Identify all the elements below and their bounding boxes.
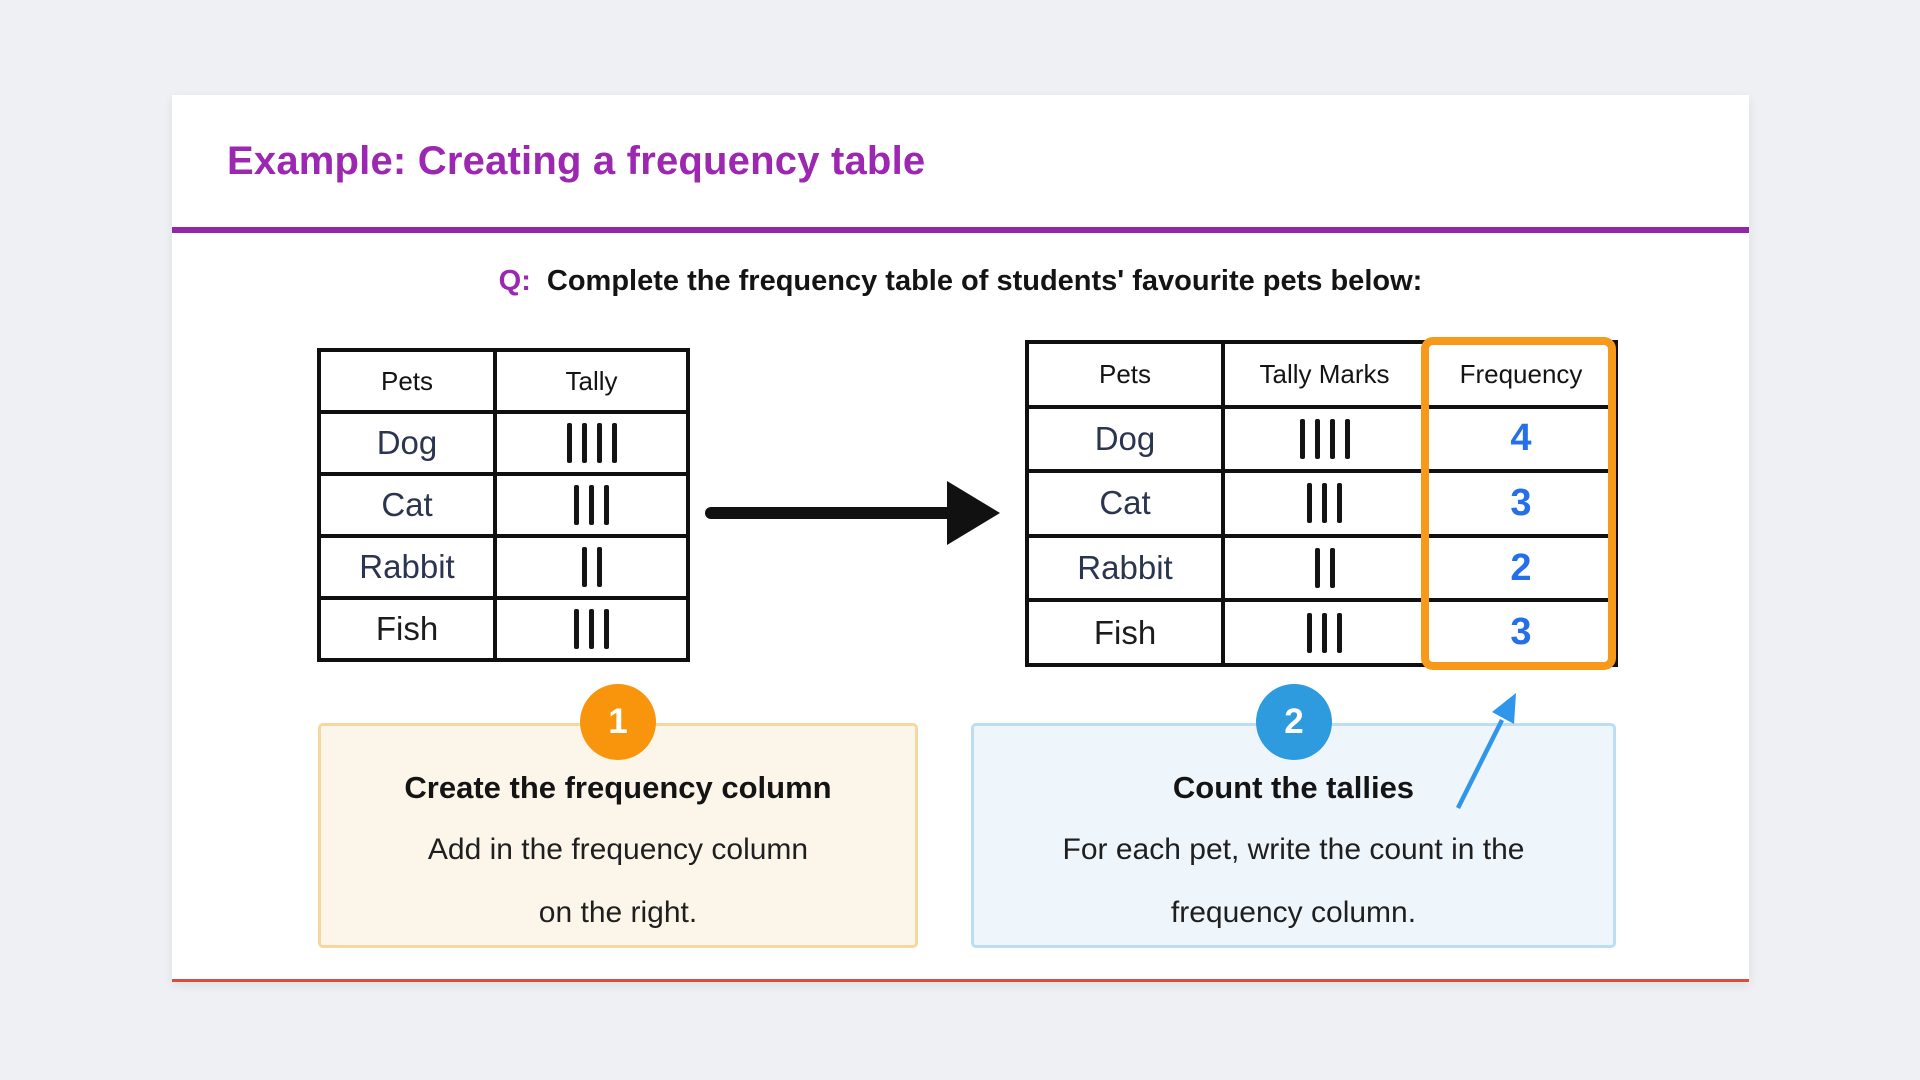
table-row: Fish xyxy=(321,596,686,658)
question-line: Q: Complete the frequency table of studen… xyxy=(172,265,1749,298)
pet-name: Rabbit xyxy=(359,548,455,585)
table-header-row: Pets Tally xyxy=(321,352,686,410)
tally-marks xyxy=(1221,602,1424,663)
question-prefix: Q: xyxy=(498,265,531,297)
table-header-row: Pets Tally Marks Frequency xyxy=(1029,344,1614,405)
pet-name: Dog xyxy=(1094,419,1156,457)
table-row: Cat xyxy=(321,472,686,534)
header-tally: Tally xyxy=(493,352,686,410)
step2-line1: For each pet, write the count in the xyxy=(1062,833,1525,866)
step2-badge: 2 xyxy=(1256,684,1332,760)
tally-marks xyxy=(493,538,686,596)
pet-name: Fish xyxy=(1093,613,1157,651)
header-frequency: Frequency xyxy=(1424,344,1614,405)
step1-description: Add in the frequency column on the right… xyxy=(321,818,915,944)
table-row: Fish 3 xyxy=(1029,598,1614,663)
tally-marks xyxy=(1221,408,1424,470)
header-pets: Pets xyxy=(380,365,434,396)
table-row: Rabbit xyxy=(321,534,686,596)
tally-marks xyxy=(1221,537,1424,599)
tally-marks xyxy=(1221,473,1424,534)
pet-name: Rabbit xyxy=(1077,549,1173,587)
page-title: Example: Creating a frequency table xyxy=(227,139,926,183)
slide-card: Example: Creating a frequency table Q: Co… xyxy=(172,95,1749,982)
frequency-result-table: Pets Tally Marks Frequency Dog 4 Cat 3 R… xyxy=(1025,340,1618,667)
step2-number: 2 xyxy=(1284,702,1304,741)
question-text: Complete the frequency table of students… xyxy=(546,265,1423,297)
frequency-value: 4 xyxy=(1424,408,1614,470)
tally-marks xyxy=(493,600,686,658)
table-row: Dog xyxy=(321,410,686,472)
table-row: Rabbit 2 xyxy=(1029,533,1614,599)
pet-name: Fish xyxy=(375,610,439,647)
header-pets: Pets xyxy=(1098,358,1152,389)
frequency-value: 3 xyxy=(1424,602,1614,663)
step1-line1: Add in the frequency column xyxy=(427,833,809,866)
step1-number: 1 xyxy=(608,702,628,741)
pet-name: Dog xyxy=(376,424,438,461)
step2-title: Count the tallies xyxy=(1172,770,1415,805)
title-divider xyxy=(172,227,1749,233)
table-row: Dog 4 xyxy=(1029,404,1614,470)
step1-line2: on the right. xyxy=(538,896,698,929)
header-tally-marks: Tally Marks xyxy=(1221,344,1424,405)
step1-badge: 1 xyxy=(580,684,656,760)
tally-marks xyxy=(493,414,686,472)
frequency-value: 3 xyxy=(1424,473,1614,534)
step1-box: Create the frequency column Add in the f… xyxy=(318,723,918,948)
table-row: Cat 3 xyxy=(1029,469,1614,534)
step1-title: Create the frequency column xyxy=(404,770,832,805)
frequency-value: 2 xyxy=(1424,537,1614,599)
transform-arrow-icon xyxy=(705,481,1000,545)
step2-description: For each pet, write the count in the fre… xyxy=(974,818,1613,944)
step2-line2: frequency column. xyxy=(1170,896,1417,929)
tally-source-table: Pets Tally Dog Cat Rabbit Fish xyxy=(317,348,690,662)
pet-name: Cat xyxy=(381,486,433,523)
tally-marks xyxy=(493,476,686,534)
pet-name: Cat xyxy=(1099,484,1151,522)
